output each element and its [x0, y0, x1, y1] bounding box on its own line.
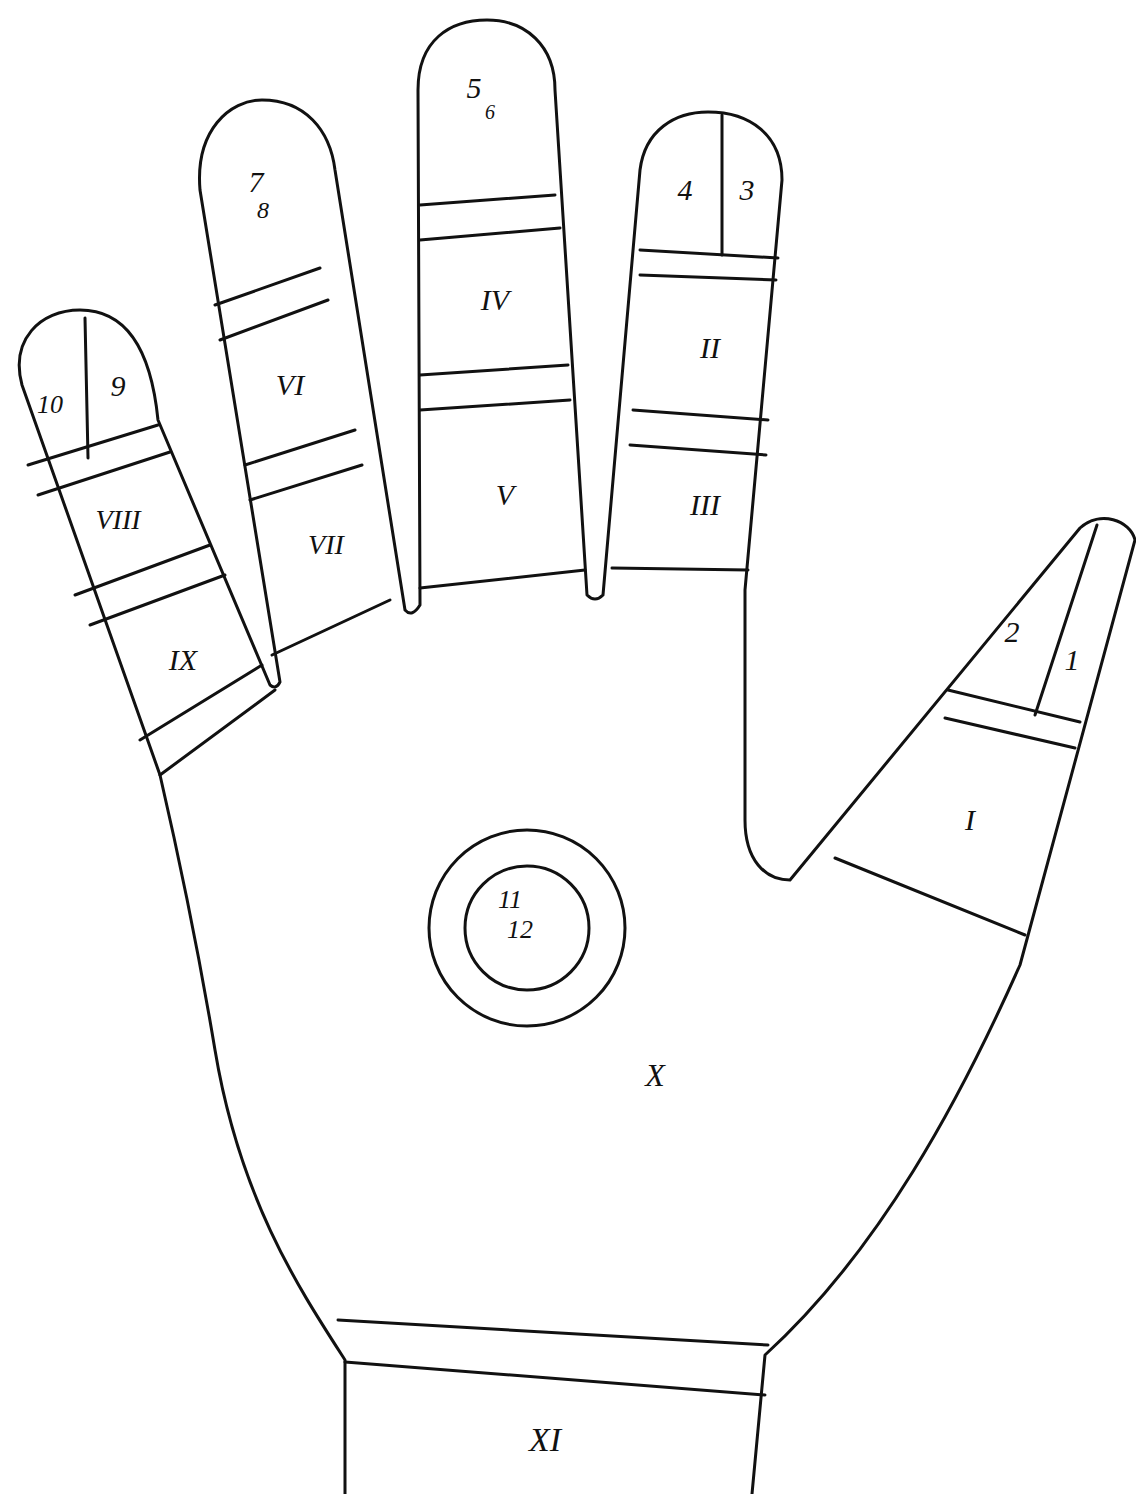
callout-number: 7	[249, 167, 264, 197]
callout-number: V	[496, 480, 514, 510]
callout-number: IX	[169, 645, 197, 675]
callout-number: VIII	[95, 506, 140, 534]
callout-number: IV	[481, 285, 509, 315]
callout-number: 8	[257, 198, 269, 222]
callout-number: 5	[467, 73, 482, 103]
hand-outline	[19, 20, 1135, 1494]
palm-outer-circle	[429, 830, 625, 1026]
callout-number: 9	[111, 371, 126, 401]
callout-number: VI	[276, 370, 304, 400]
callout-number: 2	[1005, 617, 1020, 647]
callout-number: X	[645, 1059, 665, 1091]
callout-number: I	[965, 805, 975, 835]
callout-number: 12	[507, 917, 533, 943]
callout-number: VII	[308, 531, 344, 559]
callout-number: XI	[529, 1423, 561, 1457]
callout-number: 1	[1065, 645, 1080, 675]
callout-number: 4	[678, 175, 693, 205]
palm-inner-circle	[465, 866, 589, 990]
callout-number: 11	[498, 887, 522, 913]
callout-number: 3	[740, 175, 755, 205]
callout-number: 6	[485, 102, 495, 122]
callout-number: II	[700, 333, 720, 363]
segment-lines	[28, 115, 1097, 1395]
callout-number: 10	[37, 392, 63, 418]
callout-number: III	[690, 490, 720, 520]
